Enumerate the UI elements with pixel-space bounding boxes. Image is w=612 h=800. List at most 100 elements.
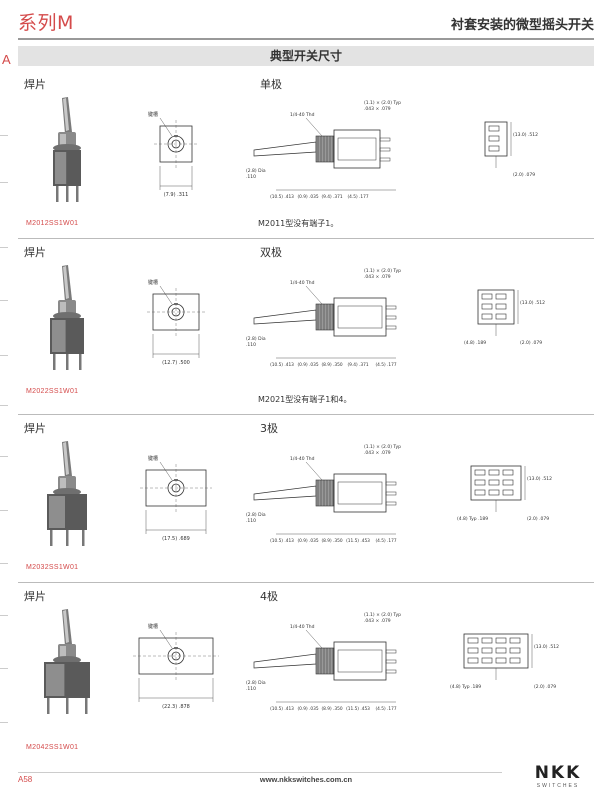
side-view-drawing: 1/4-40 Thd(1.1) × (2.0) Typ.043 × .079(2… (246, 442, 416, 566)
section-separator (18, 582, 594, 583)
pin-size-inch-label: .043 × .079 (364, 618, 391, 624)
model-note: M2011型没有端子1。 (258, 219, 339, 228)
margin-tick (0, 405, 8, 406)
margin-tick (0, 668, 8, 669)
model-number: M2042SS1W01 (26, 744, 79, 751)
footer-rule (18, 772, 502, 773)
keyway-label: 键槽 (148, 111, 158, 118)
side-dim-1: (10.5) .413 (270, 194, 294, 200)
thread-label: 1/4-40 Thd (290, 456, 315, 462)
switch-photo (32, 94, 102, 218)
lever-dia-label: (2.8) Dia (246, 168, 266, 174)
side-dim-2: (0.9) .035 (297, 706, 318, 712)
model-number: M2012SS1W01 (26, 220, 79, 227)
header-rule (18, 38, 594, 40)
logo-subtext: SWITCHES (536, 783, 580, 789)
side-dim-5: (4.5) .177 (375, 538, 396, 544)
side-dim-4: (11.5) .453 (346, 538, 370, 544)
lever-dia-inch-label: .110 (246, 686, 256, 692)
pole-type-label: 单极 (260, 78, 282, 91)
margin-tick (0, 247, 8, 248)
lever-dia-label: (2.8) Dia (246, 336, 266, 342)
section-separator (18, 414, 594, 415)
margin-tick (0, 456, 8, 457)
pole-type-label: 3极 (260, 422, 278, 435)
terminal-type-label: 焊片 (24, 590, 46, 603)
bottom-pitch-dim: (4.8) Typ .189 (457, 516, 488, 522)
thread-label: 1/4-40 Thd (290, 280, 315, 286)
pin-size-inch-label: .043 × .079 (364, 274, 391, 280)
bottom-view-drawing: (13.0) .512(2.0) .079(4.8) Typ .189 (448, 448, 568, 562)
lever-dia-inch-label: .110 (246, 174, 256, 180)
bottom-view-drawing: (13.0) .512(2.0) .079(4.8) Typ .189 (448, 616, 568, 730)
pole-type-label: 4极 (260, 590, 278, 603)
bottom-height-dim: (13.0) .512 (534, 644, 559, 650)
terminal-type-label: 焊片 (24, 246, 46, 259)
side-dim-1: (10.5) .413 (270, 362, 294, 368)
front-view-drawing: 键槽(12.7) .500 (126, 274, 226, 388)
margin-tick (0, 182, 8, 183)
side-dim-3: (8.9) .350 (321, 706, 342, 712)
bottom-pitch-dim: (4.8) Typ .189 (450, 684, 481, 690)
side-dim-5: (4.5) .177 (375, 362, 396, 368)
side-dim-2: (0.9) .035 (297, 194, 318, 200)
section-separator (18, 238, 594, 239)
side-dim-4: (9.4) .371 (347, 362, 368, 368)
thread-label: 1/4-40 Thd (290, 624, 315, 630)
front-view-drawing: 键槽 (17.5) .689 (126, 450, 226, 564)
side-dim-5: (4.5) .177 (375, 706, 396, 712)
margin-tick (0, 563, 8, 564)
bottom-height-dim: (13.0) .512 (520, 300, 545, 306)
side-view-drawing: 1/4-40 Thd (1.1) × (2.0) Typ.043 × .079 (2… (246, 266, 416, 390)
side-view-drawing: 1/4-40 Thd(1.1) × (2.0) Typ.043 × .079(2… (246, 610, 416, 734)
bottom-pin-dim: (2.0) .079 (527, 516, 549, 522)
pin-size-label: (1.1) × (2.0) Typ (364, 100, 401, 106)
side-dim-3: (8.9) .350 (321, 362, 342, 368)
bottom-pin-dim: (2.0) .079 (520, 340, 542, 346)
pin-size-label: (1.1) × (2.0) Typ (364, 268, 401, 274)
thread-label: 1/4-40 Thd (290, 112, 315, 118)
side-dim-4: (11.5) .453 (346, 706, 370, 712)
website-url: www.nkkswitches.com.cn (259, 775, 353, 784)
front-width-dim: (17.5) .689 (162, 536, 190, 542)
margin-tick (0, 615, 8, 616)
front-view-drawing: 键槽(22.3) .878 (126, 618, 226, 732)
side-dim-2: (0.9) .035 (297, 362, 318, 368)
margin-tick (0, 510, 8, 511)
switch-photo (32, 262, 102, 386)
switch-photo (32, 438, 102, 562)
terminal-type-label: 焊片 (24, 78, 46, 91)
page-subtitle: 衬套安装的微型摇头开关 (450, 18, 594, 33)
front-width-dim: (12.7) .500 (162, 360, 190, 366)
margin-tick (0, 135, 8, 136)
lever-dia-label: (2.8) Dia (246, 512, 266, 518)
bottom-pitch-dim: (4.8) .189 (464, 340, 486, 346)
product-section-1: 焊片 单极 M2012SS1W01 键槽 (7.9) .311 1/4-40 Thd (1.… (18, 72, 594, 240)
nkk-logo: NKK SWITCHES (522, 763, 594, 789)
pin-size-inch-label: .043 × .079 (364, 106, 391, 112)
bottom-view-drawing: (13.0) .512(2.0) .079 (448, 104, 568, 218)
front-width-dim: (7.9) .311 (164, 192, 189, 198)
lever-dia-inch-label: .110 (246, 518, 256, 524)
margin-tick (0, 300, 8, 301)
margin-tick (0, 722, 8, 723)
side-dim-1: (10.5) .413 (270, 706, 294, 712)
model-number: M2032SS1W01 (26, 564, 79, 571)
side-dim-4: (4.5) .177 (347, 194, 368, 200)
section-title-bar: 典型开关尺寸 (18, 46, 594, 66)
lever-dia-label: (2.8) Dia (246, 680, 266, 686)
product-section-3: 焊片 3极 M2032SS1W01 键槽 (17.5) .689 1/4-40 Thd (1… (18, 416, 594, 584)
page-number: A58 (18, 775, 33, 784)
side-dim-3: (8.9) .350 (321, 538, 342, 544)
pin-size-label: (1.1) × (2.0) Typ (364, 444, 401, 450)
keyway-label: 键槽 (148, 455, 158, 462)
side-dim-2: (0.9) .035 (297, 538, 318, 544)
logo-mark: NKK (534, 763, 582, 783)
series-title: 系列M (18, 12, 74, 34)
lever-dia-inch-label: .110 (246, 342, 256, 348)
terminal-type-label: 焊片 (24, 422, 46, 435)
side-dim-3: (9.4) .371 (321, 194, 342, 200)
side-view-drawing: 1/4-40 Thd (1.1) × (2.0) Typ.043 × .079 (2… (246, 98, 416, 222)
